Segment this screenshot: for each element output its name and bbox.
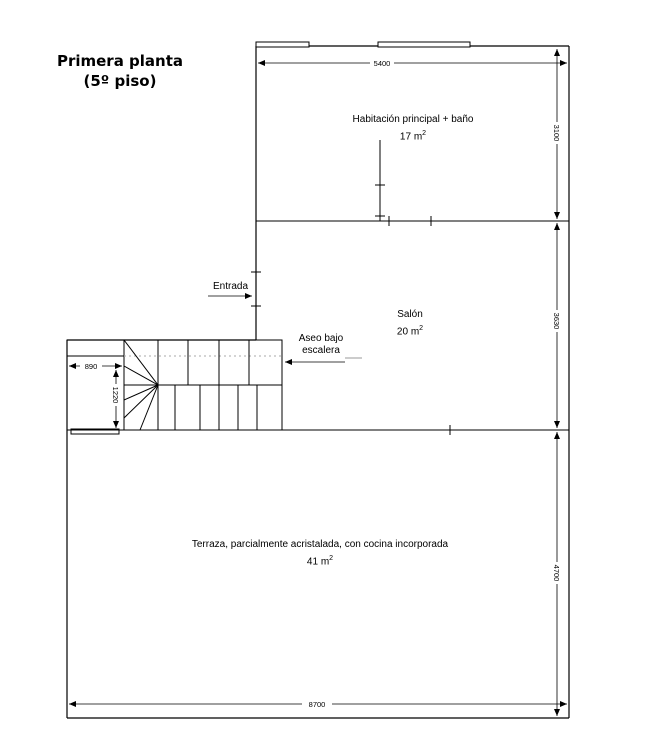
- wc-under-stairs-label: Aseo bajo escalera: [290, 333, 352, 357]
- interior-walls: [251, 140, 569, 435]
- room-living: Salón 20 m2: [380, 308, 440, 339]
- dim-total-width: 8700: [309, 700, 326, 709]
- dim-stair-width: 890: [85, 362, 98, 371]
- title-line-2: (5º piso): [83, 72, 157, 90]
- entrance-label: Entrada: [213, 281, 249, 292]
- room-terrace: Terraza, parcialmente acristalada, con c…: [160, 538, 480, 569]
- room-terrace-name: Terraza, parcialmente acristalada, con c…: [191, 539, 449, 550]
- dimension-lines: [69, 49, 567, 716]
- wc-label-line-1: Aseo bajo: [298, 333, 344, 344]
- top-windows: [70, 41, 471, 435]
- dim-terrace-depth: 4700: [552, 565, 561, 582]
- room-terrace-area: 41 m2: [306, 555, 334, 568]
- title-line-1: Primera planta: [56, 52, 184, 70]
- room-bedroom: Habitación principal + baño 17 m2: [320, 113, 506, 144]
- dim-top-width: 5400: [374, 59, 391, 68]
- staircase: [66, 339, 283, 431]
- dim-living-depth: 3630: [552, 313, 561, 330]
- room-living-name: Salón: [397, 309, 423, 320]
- dim-bedroom-depth: 3100: [552, 125, 561, 142]
- room-bedroom-name: Habitación principal + baño: [352, 114, 474, 125]
- plan-title: Primera planta (5º piso): [40, 52, 200, 90]
- dim-stair-depth: 1220: [111, 387, 120, 404]
- room-living-area: 20 m2: [396, 325, 424, 338]
- dimension-texts: 5400 8700 890 3100 3630 4700 1220: [80, 58, 562, 709]
- room-bedroom-area: 17 m2: [399, 130, 427, 143]
- walls: [66, 45, 570, 719]
- wc-label-line-2: escalera: [302, 345, 340, 356]
